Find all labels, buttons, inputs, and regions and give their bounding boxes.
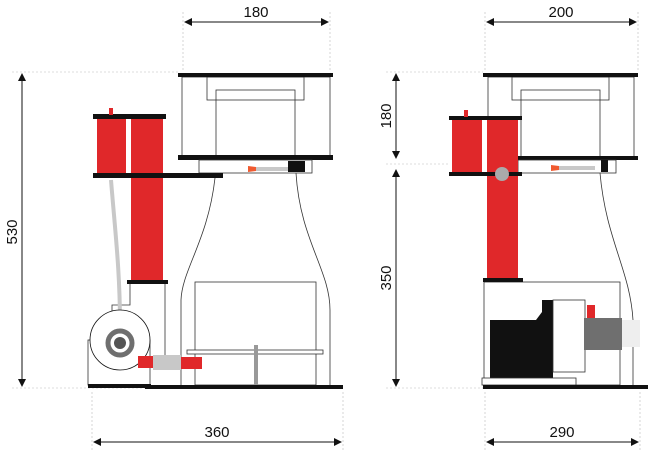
- pump-motor: [490, 300, 553, 378]
- level-rod: [254, 345, 258, 385]
- collar-bar: [449, 172, 522, 176]
- cup-top-bar: [178, 73, 333, 77]
- column-bottom-bar: [483, 278, 523, 282]
- pump-intake-icon: [105, 328, 135, 358]
- air-valve: [288, 161, 305, 172]
- dimension-lines: [18, 18, 639, 446]
- collar-bar: [93, 173, 223, 178]
- dim-label-front-base: 360: [204, 424, 229, 441]
- dim-label-side-top: 200: [548, 4, 573, 21]
- dim-label-side-cup: 180: [378, 103, 395, 128]
- body-outline: [180, 172, 331, 385]
- pump-outlet-tip: [181, 357, 202, 369]
- base-plate: [481, 377, 577, 386]
- valve-knob-icon: [495, 167, 509, 181]
- reactor-column-left: [452, 120, 482, 172]
- column-top-bar: [93, 114, 166, 119]
- air-valve: [601, 160, 608, 172]
- air-tube: [256, 167, 292, 171]
- pump-housing: [552, 299, 586, 373]
- air-tube: [559, 166, 595, 170]
- pump-outlet-red: [587, 305, 595, 318]
- reactor-column-right: [487, 120, 518, 280]
- column-nub: [109, 108, 113, 115]
- column-nub: [464, 110, 468, 117]
- extension-lines: [12, 12, 641, 452]
- cup-bottom-bar: [518, 156, 638, 160]
- dim-label-front-height: 530: [4, 219, 21, 244]
- dim-label-side-base: 290: [549, 424, 574, 441]
- column-top-bar: [449, 116, 522, 120]
- reactor-column-right: [131, 117, 163, 281]
- column-bottom-bar: [127, 280, 168, 284]
- base-bar: [483, 385, 648, 389]
- pump-foot: [88, 384, 151, 388]
- cup-bottom-bar: [178, 155, 333, 160]
- reactor-column-left: [97, 117, 126, 174]
- dim-label-front-top: 180: [243, 4, 268, 21]
- dim-label-side-body: 350: [378, 265, 395, 290]
- air-nozzle-icon: [248, 166, 256, 172]
- front-view: [87, 73, 343, 389]
- body-outline: [599, 172, 634, 385]
- pump-outlet-tip: [622, 320, 640, 347]
- air-hose: [109, 179, 122, 326]
- side-view: [449, 73, 648, 389]
- collection-cup: [181, 76, 331, 158]
- pump-outlet-gray: [584, 318, 622, 350]
- air-nozzle-icon: [551, 165, 559, 171]
- pump-outlet-gray: [153, 355, 181, 370]
- cup-top-bar: [483, 73, 638, 77]
- pump-outlet-red: [138, 356, 154, 368]
- base-bar: [145, 385, 343, 389]
